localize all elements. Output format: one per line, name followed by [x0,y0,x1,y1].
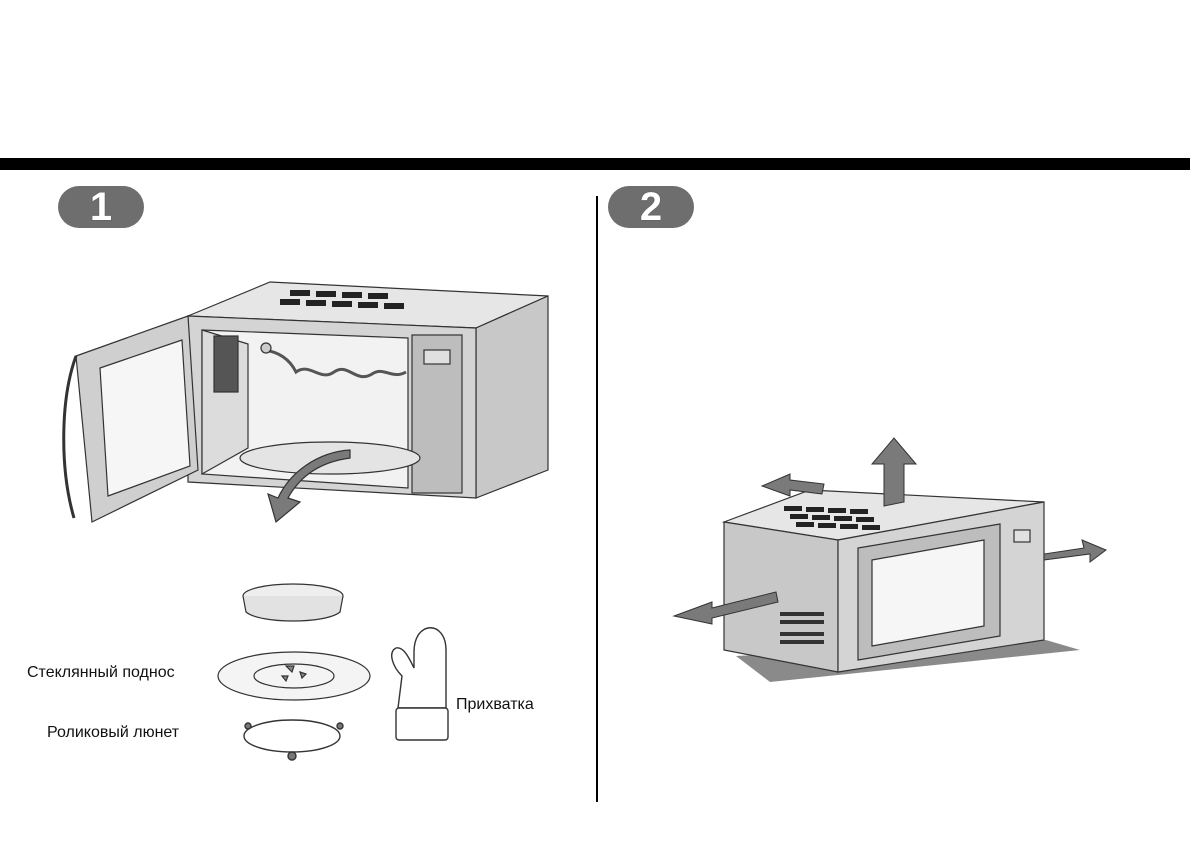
microwave-clearance-illustration [674,438,1106,682]
oven-mitt-icon [392,628,448,740]
oven-mitt-label: Прихватка [456,696,534,714]
glass-tray-icon [218,652,370,700]
roller-ring-icon [244,720,343,760]
glass-tray-label: Стеклянный поднос [27,664,175,682]
turntable-support-icon [243,584,343,621]
microwave-open-illustration [64,282,548,522]
roller-ring-label: Роликовый люнет [47,724,179,742]
